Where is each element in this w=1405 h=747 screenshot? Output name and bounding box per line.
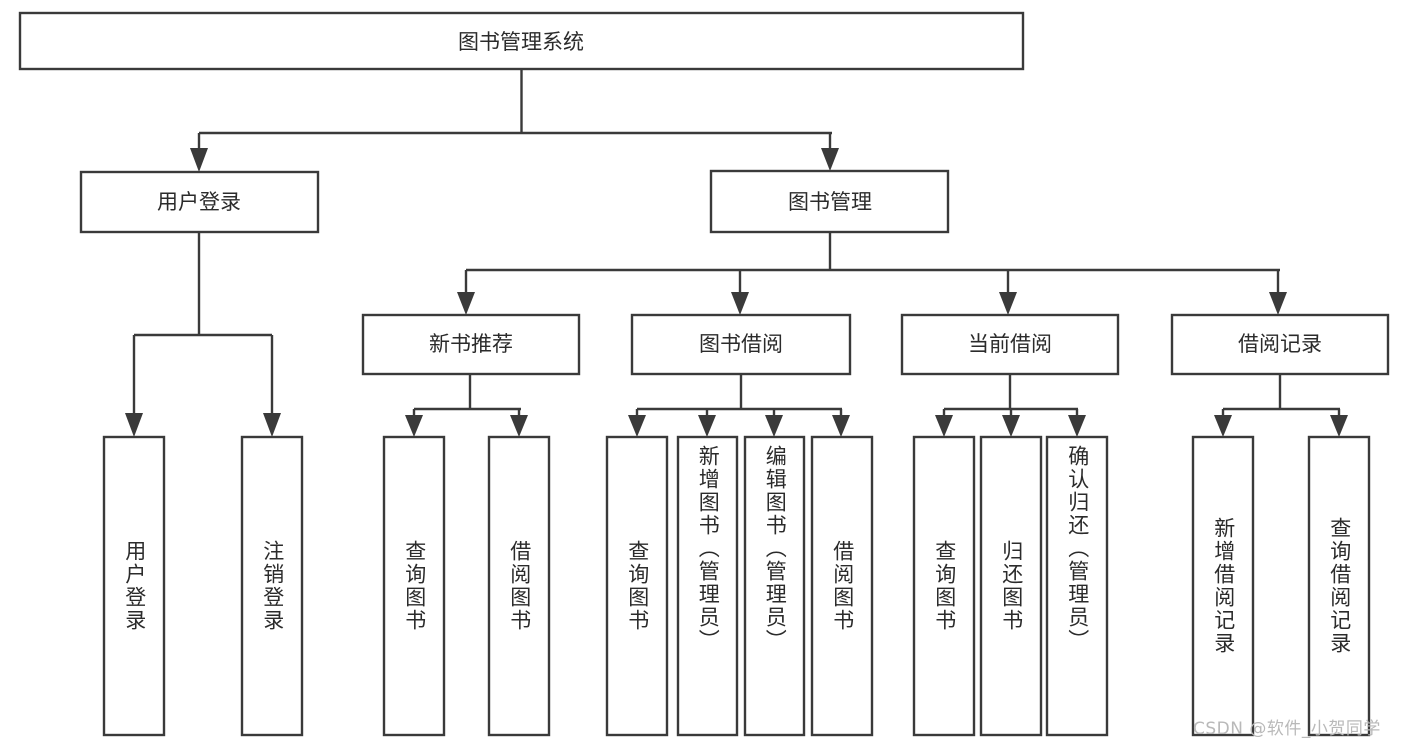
node-new-book-recommend-label: 新书推荐 (429, 332, 513, 356)
arrowhead-icon (510, 415, 528, 437)
arrowhead-icon (1214, 415, 1232, 437)
node-current-borrow-label: 当前借阅 (968, 332, 1052, 356)
arrowhead-icon (832, 415, 850, 437)
node-group: 图书管理系统 用户登录 图书管理 新书推荐 图书借阅 当前 (18, 11, 1390, 737)
arrowhead-icon (1330, 415, 1348, 437)
arrowhead-icon (457, 292, 475, 315)
leaf-box-user-login-2[interactable] (240, 435, 304, 737)
leaf-box-borrow-1[interactable] (605, 435, 669, 737)
leaf-box-current-1[interactable] (912, 435, 976, 737)
node-book-borrow-label: 图书借阅 (699, 332, 783, 356)
arrowhead-icon (765, 415, 783, 437)
arrowhead-icon (731, 292, 749, 315)
leaf-box-record-1[interactable] (1191, 435, 1255, 737)
node-current-borrow[interactable]: 当前借阅 (900, 313, 1120, 376)
arrowhead-icon (1002, 415, 1020, 437)
node-new-book-recommend[interactable]: 新书推荐 (361, 313, 581, 376)
node-book-management-label: 图书管理 (788, 190, 872, 214)
arrowhead-group (125, 148, 1348, 437)
csdn-watermark: CSDN @软件_小贺同学 (1193, 719, 1381, 739)
leaf-box-current-3[interactable] (1045, 435, 1109, 737)
leaf-box-user-login-1[interactable] (102, 435, 166, 737)
leaf-box-recommend-1[interactable] (382, 435, 446, 737)
node-borrow-record-label: 借阅记录 (1238, 332, 1322, 356)
arrowhead-icon (935, 415, 953, 437)
arrowhead-icon (698, 415, 716, 437)
leaf-box-recommend-2[interactable] (487, 435, 551, 737)
leaf-box-record-2[interactable] (1307, 435, 1371, 737)
leaf-box-borrow-2[interactable] (676, 435, 739, 737)
arrowhead-icon (1068, 415, 1086, 437)
arrowhead-icon (821, 148, 839, 171)
arrowhead-icon (263, 413, 281, 437)
node-borrow-record[interactable]: 借阅记录 (1170, 313, 1390, 376)
leaf-box-borrow-3[interactable] (743, 435, 806, 737)
arrowhead-icon (190, 148, 208, 172)
node-book-management[interactable]: 图书管理 (709, 169, 950, 234)
arrowhead-icon (405, 415, 423, 437)
node-root-label: 图书管理系统 (458, 30, 584, 54)
node-user-login-label: 用户登录 (157, 190, 241, 214)
node-book-borrow[interactable]: 图书借阅 (630, 313, 852, 376)
node-root[interactable]: 图书管理系统 (18, 11, 1025, 71)
arrowhead-icon (628, 415, 646, 437)
arrowhead-icon (125, 413, 143, 437)
leaf-box-borrow-4[interactable] (810, 435, 874, 737)
node-user-login[interactable]: 用户登录 (79, 170, 320, 234)
arrowhead-icon (999, 292, 1017, 315)
leaf-box-current-2[interactable] (979, 435, 1043, 737)
arrowhead-icon (1269, 292, 1287, 315)
